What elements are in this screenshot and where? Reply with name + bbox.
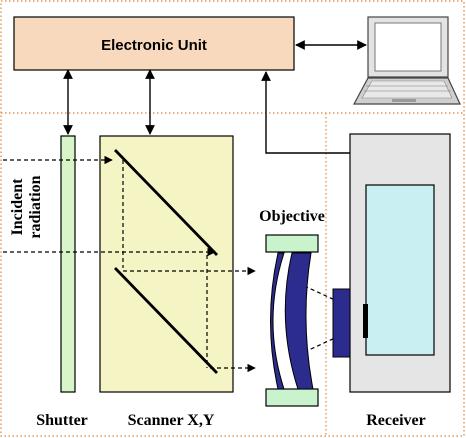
receiver-aperture bbox=[332, 288, 351, 358]
objective-holder-bottom bbox=[265, 388, 319, 407]
objective-lens-front bbox=[270, 252, 285, 390]
receiver-label: Receiver bbox=[366, 412, 426, 429]
electronic-unit-box bbox=[13, 16, 295, 71]
objective-label: Objective bbox=[259, 208, 325, 225]
objective-holder-top bbox=[265, 234, 319, 253]
scanner-label: Scanner X,Y bbox=[128, 412, 215, 429]
objective-lens-rear bbox=[284, 252, 314, 390]
shutter-label: Shutter bbox=[36, 412, 88, 429]
incident-label-line2: radiation bbox=[27, 175, 44, 238]
shutter-plate bbox=[60, 135, 76, 393]
incident-label-line1: Incident bbox=[9, 178, 26, 236]
scanner-mirror-y bbox=[113, 267, 219, 374]
receiver-unit-link bbox=[261, 71, 350, 154]
electronic-unit-label: Electronic Unit bbox=[101, 37, 207, 54]
laptop-icon bbox=[352, 16, 461, 105]
scanner-box bbox=[99, 135, 234, 393]
receiver-detector bbox=[363, 304, 368, 338]
scanner-mirror-x bbox=[113, 149, 219, 256]
receiver-screen bbox=[365, 184, 435, 356]
